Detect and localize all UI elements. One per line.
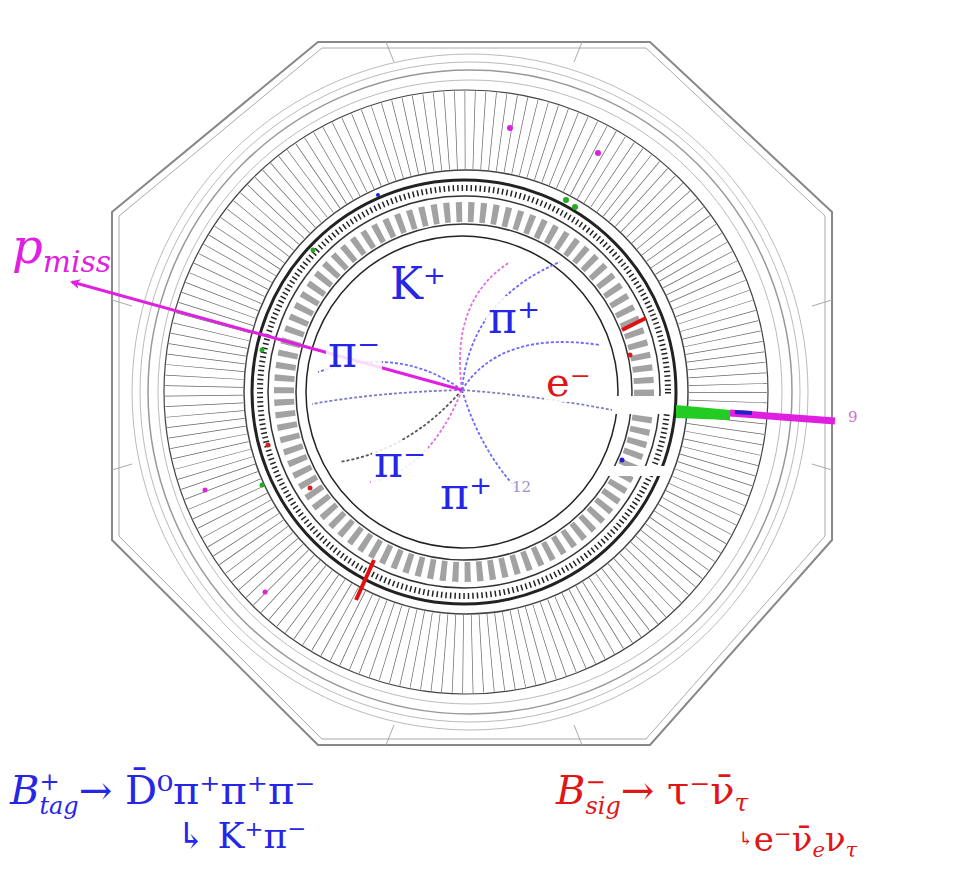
octagon-outer — [112, 42, 832, 745]
decay-formula: τ — [735, 788, 749, 817]
decay-formula: tag — [39, 794, 78, 818]
momentum-label: miss — [43, 244, 111, 279]
frame-line — [574, 725, 582, 745]
track — [312, 262, 612, 490]
klm-hit — [730, 413, 835, 421]
decay-formula: + — [39, 770, 78, 794]
outer-ring — [140, 62, 800, 722]
calorimeter-edge — [164, 90, 768, 694]
decay-formula: B — [556, 767, 585, 813]
particle-label: π⁺ — [438, 472, 494, 516]
particle-label: π⁻ — [372, 440, 428, 484]
gap — [612, 396, 672, 414]
outer-ring — [158, 80, 782, 704]
cluster-mark — [356, 560, 374, 600]
callout-number: 12 — [510, 480, 533, 495]
decay-formula: e — [812, 837, 824, 862]
klm-hit — [735, 412, 752, 413]
tof-ring — [252, 180, 676, 604]
tof-ring — [268, 196, 660, 588]
gap — [600, 466, 670, 476]
frame-line — [112, 464, 132, 470]
decay-formula-line: ↳ K⁺π⁻ — [176, 818, 306, 854]
particle-label: e⁻ — [544, 362, 593, 402]
cdc-inner — [306, 236, 618, 548]
frame-line — [812, 300, 832, 306]
frame-line — [112, 300, 132, 306]
decay-formula: τ — [846, 837, 858, 862]
decay-formula-line: B+tag→ D̄⁰π⁺π⁺π⁻ — [10, 770, 315, 818]
decay-formula: sig — [585, 794, 620, 818]
calorimeter-edge — [244, 170, 688, 614]
decay-formula: ν — [825, 819, 846, 859]
momentum-label: p — [12, 218, 43, 274]
cluster-mark — [622, 318, 646, 330]
frame-line — [812, 464, 832, 470]
decay-formula-line: B−sig→ τ⁻ν̄τ — [556, 770, 748, 818]
decay-formula: → D̄⁰π⁺π⁺π⁻ — [79, 767, 316, 813]
decay-formula: − — [585, 770, 620, 794]
frame-line — [574, 42, 582, 62]
decay-formula: → τ⁻ν̄ — [621, 767, 735, 813]
decay-formula: e⁻ν̄ — [754, 819, 813, 859]
particle-label: π⁻ — [326, 330, 382, 374]
particle-label: π⁺ — [486, 296, 542, 340]
decay-formula-script: −sig — [585, 770, 620, 818]
aerogel-ring — [284, 212, 644, 572]
cluster-mark — [676, 405, 730, 420]
frame-line — [386, 42, 394, 62]
decay-formula: ↳ — [738, 828, 754, 849]
callout-number: 9 — [846, 410, 860, 425]
decay-formula: ↳ K⁺π⁻ — [176, 815, 306, 856]
momentum-label-line: pmiss — [12, 222, 111, 277]
tof-ring — [260, 188, 668, 596]
outer-ring — [132, 54, 808, 730]
outer-ring — [148, 70, 792, 714]
decay-formula: B — [10, 767, 39, 813]
calorimeter-cells — [204, 130, 728, 654]
particle-label: K⁺ — [388, 262, 448, 306]
decay-formula-script: +tag — [39, 770, 78, 818]
frame-line — [386, 725, 394, 745]
hit-dots — [203, 125, 633, 595]
octagon-inner — [119, 48, 825, 739]
decay-formula-line: ↳e⁻ν̄eντ — [738, 822, 857, 860]
cdc-edge — [296, 224, 632, 560]
